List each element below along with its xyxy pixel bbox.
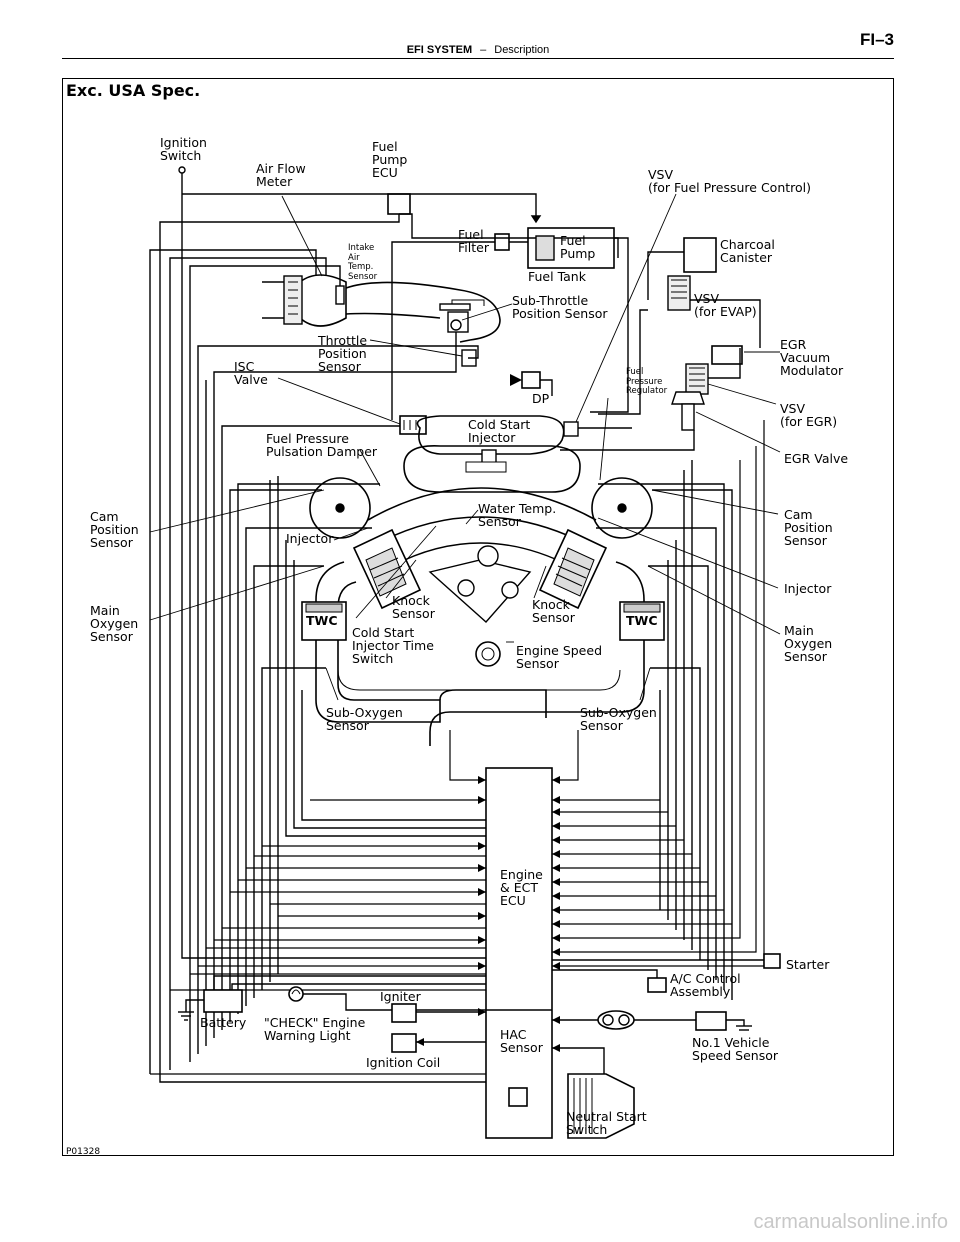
ignition-bus-wire — [182, 193, 537, 218]
air-flow-meter-body — [283, 275, 303, 325]
watermark: carmanualsonline.info — [753, 1211, 948, 1233]
fuel-pump-ecu-box — [387, 193, 411, 215]
intake-air-temp-body — [335, 285, 345, 305]
diagram-heading: Exc. USA Spec. — [66, 81, 201, 100]
label-sub-throttle: Sub-Throttle Position Sensor — [512, 293, 608, 321]
label-air-flow-meter: Air Flow Meter — [256, 161, 306, 189]
sub-throttle-sensor-symbol — [450, 319, 462, 331]
header-dash: – — [480, 44, 487, 56]
label-cam-position-right: Cam Position Sensor — [784, 507, 833, 548]
check-engine-light — [288, 986, 304, 1002]
label-isc-valve: ISC Valve — [234, 359, 268, 387]
label-cold-start-injector: Cold Start Injector — [468, 417, 531, 445]
page-number: FI–3 — [859, 30, 894, 49]
charcoal-canister-box — [683, 237, 717, 273]
ignition-switch-wire — [181, 173, 486, 959]
label-engine-ecu: Engine & ECT ECU — [500, 867, 543, 908]
ignition-switch-terminal — [178, 166, 186, 174]
exhaust-right — [429, 561, 645, 746]
starter-box — [763, 953, 781, 969]
label-fuel-pressure-regulator: Fuel Pressure Regulator — [626, 367, 668, 396]
label-twc-left: TWC — [306, 613, 338, 628]
header-subsection: Description — [494, 44, 550, 56]
label-knock-left: Knock Sensor — [392, 593, 435, 621]
intake-plenum — [416, 415, 565, 455]
air-intake-duct — [262, 274, 347, 327]
fuel-rail-connector — [563, 421, 579, 437]
label-ignition-switch: Ignition Switch — [160, 135, 207, 163]
label-injector-left: Injector — [286, 531, 334, 546]
label-egr-vacuum-modulator: EGR Vacuum Modulator — [780, 337, 844, 378]
label-injector-right: Injector — [784, 581, 832, 596]
right-cylinder-bank — [538, 528, 608, 610]
label-knock-right: Knock Sensor — [532, 597, 575, 625]
ecu-input-arrows-left — [150, 730, 486, 1075]
label-fuel-pump-ecu: Fuel Pump ECU — [372, 139, 408, 180]
label-battery: Battery — [200, 1015, 247, 1030]
label-twc-right: TWC — [626, 613, 658, 628]
diagram-frame — [62, 78, 894, 1156]
engine-block-arch — [367, 487, 597, 521]
fuel-pump-ecu-wire — [159, 214, 486, 1083]
label-fuel-tank: Fuel Tank — [528, 269, 586, 284]
label-ac-control: A/C Control Assembly — [670, 971, 741, 999]
egr-vacuum-modulator-body — [711, 345, 743, 365]
label-main-oxygen-left: Main Oxygen Sensor — [90, 603, 139, 644]
label-water-temp: Water Temp. Sensor — [478, 501, 557, 529]
label-cam-position-left: Cam Position Sensor — [90, 509, 139, 550]
label-engine-speed: Engine Speed Sensor — [516, 643, 602, 671]
dp-body — [521, 371, 541, 389]
cam-pulley-right — [591, 477, 653, 539]
fuel-pressure-regulator-symbol — [671, 391, 705, 405]
vehicle-speed-sensor-box — [695, 1011, 727, 1031]
neutral-start-switch-body — [567, 1073, 635, 1139]
egr-valve-body — [681, 403, 695, 431]
label-intake-air-temp: Intake Air Temp. Sensor — [348, 243, 378, 282]
vsv-evap-body — [667, 275, 691, 311]
label-neutral-start: Neutral Start Switch — [566, 1109, 647, 1137]
label-vsv-fuel-pressure: VSV (for Fuel Pressure Control) — [648, 167, 812, 195]
label-fuel-pump: Fuel Pump — [560, 233, 596, 261]
battery-box — [203, 989, 243, 1013]
figure-id: P01328 — [66, 1147, 101, 1157]
label-check-light: "CHECK" Engine Warning Light — [264, 1015, 366, 1043]
label-vehicle-speed: No.1 Vehicle Speed Sensor — [692, 1035, 779, 1063]
fuel-tank-box — [527, 227, 615, 269]
label-charcoal-canister: Charcoal Canister — [720, 237, 775, 265]
crankshaft-linkage — [428, 559, 532, 623]
label-ignition-coil: Ignition Coil — [366, 1055, 441, 1070]
igniter-box — [391, 1003, 417, 1023]
header-section: EFI SYSTEM — [406, 44, 473, 56]
label-sub-oxygen-left: Sub-Oxygen Sensor — [326, 705, 403, 733]
label-hac-sensor: HAC Sensor — [500, 1027, 543, 1055]
exhaust-left — [315, 561, 441, 723]
left-cylinder-bank — [352, 528, 422, 610]
ac-control-box — [647, 977, 667, 993]
label-dp: DP — [532, 391, 550, 406]
label-fuel-filter: Fuel Filter — [458, 227, 489, 255]
fuel-filter-box — [494, 233, 510, 251]
label-vsv-egr: VSV (for EGR) — [780, 401, 838, 429]
speedometer-symbol — [597, 1010, 635, 1030]
label-vsv-evap: VSV (for EVAP) — [694, 291, 757, 319]
label-throttle-position: Throttle Position Sensor — [318, 333, 368, 374]
hac-sensor-box — [508, 1087, 528, 1107]
leader-lines — [149, 193, 781, 701]
label-egr-valve: EGR Valve — [784, 451, 849, 466]
engine-ecu-box — [485, 767, 553, 1139]
intake-pipe — [345, 281, 501, 343]
label-cold-start-timer: Cold Start Injector Time Switch — [352, 625, 434, 666]
ignition-coil-box — [391, 1033, 417, 1053]
fuel-pump-body — [535, 235, 555, 261]
label-starter: Starter — [786, 957, 830, 972]
label-main-oxygen-right: Main Oxygen Sensor — [784, 623, 833, 664]
header-title: EFI SYSTEM–Description — [62, 44, 894, 56]
label-sub-oxygen-right: Sub-Oxygen Sensor — [580, 705, 657, 733]
label-igniter: Igniter — [380, 989, 421, 1004]
header-rule — [62, 58, 894, 59]
label-fuel-pressure-pulsation: Fuel Pressure Pulsation Damper — [266, 431, 378, 459]
